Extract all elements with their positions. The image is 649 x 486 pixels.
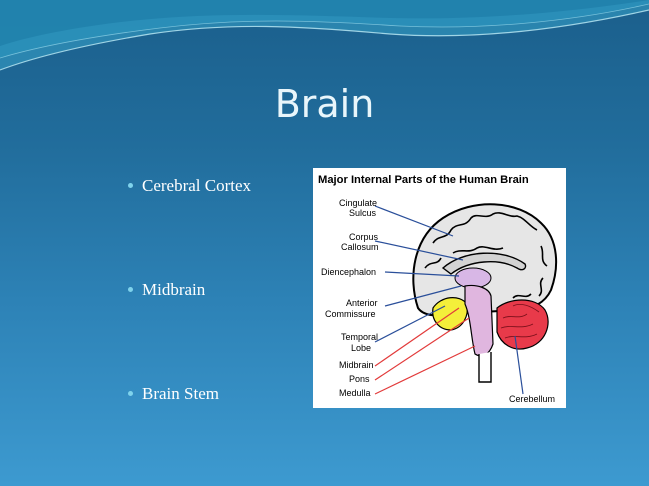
label-cingulate: Cingulate [339, 198, 377, 208]
spinal-cord-shape [478, 352, 492, 383]
bullet-text: Cerebral Cortex [142, 176, 252, 195]
label-midbrain: Midbrain [339, 360, 374, 370]
bullet-marker [128, 286, 133, 292]
label-lobe: Lobe [351, 343, 371, 353]
label-temporal: Temporal [341, 332, 378, 342]
figure-title: Major Internal Parts of the Human Brain [318, 174, 529, 186]
bullet-text: Midbrain [142, 280, 206, 299]
brain-diagram: Major Internal Parts of the Human Brain [318, 174, 558, 404]
label-diencephalon: Diencephalon [321, 267, 376, 277]
bullet-marker [128, 182, 133, 188]
bullet-text: Brain Stem [142, 384, 219, 403]
cortex-folds [424, 212, 548, 299]
label-cerebellum: Cerebellum [509, 394, 555, 404]
bullet-item-midbrain: Midbrain [128, 280, 205, 300]
corpus-callosum [441, 252, 527, 275]
brain-diagram-figure: Major Internal Parts of the Human Brain [313, 168, 566, 408]
slide-title: Brain [274, 82, 375, 126]
label-callosum: Callosum [341, 242, 379, 252]
leader-lines [374, 205, 524, 395]
label-corpus: Corpus [349, 232, 379, 242]
cerebellum-folds [500, 304, 540, 339]
brainstem-shape [464, 284, 494, 357]
label-sulcus: Sulcus [349, 208, 377, 218]
label-commissure: Commissure [325, 309, 376, 319]
bullet-item-brain-stem: Brain Stem [128, 384, 219, 404]
header-wave-decoration [0, 0, 649, 71]
label-anterior: Anterior [346, 298, 378, 308]
cerebellum-shape [496, 299, 549, 350]
bullet-item-cerebral-cortex: Cerebral Cortex [128, 176, 251, 196]
bullet-marker [128, 390, 133, 396]
label-medulla: Medulla [339, 388, 371, 398]
label-pons: Pons [349, 374, 370, 384]
